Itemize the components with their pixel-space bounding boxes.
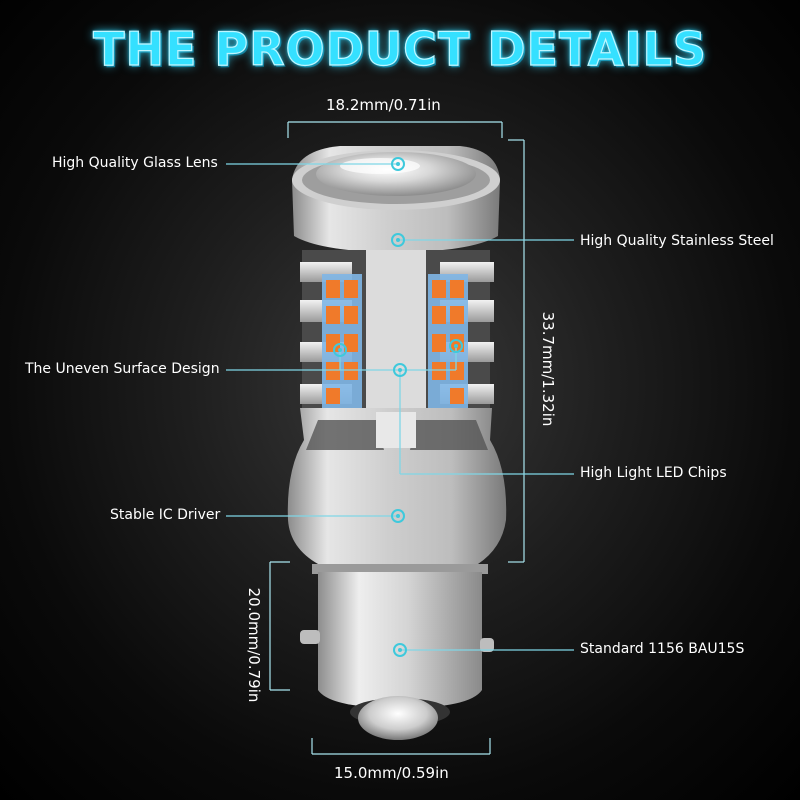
base-pin-left (300, 630, 320, 644)
driver-housing (287, 408, 507, 564)
base-contact (358, 696, 438, 740)
callout-led-chips: High Light LED Chips (580, 465, 727, 481)
led-chip-group-left (326, 280, 358, 404)
top-width-dimension: 18.2mm/0.71in (326, 96, 441, 114)
callout-lines (226, 163, 574, 651)
callout-markers (333, 157, 463, 657)
base-pin-right (480, 638, 494, 652)
lens-cap (292, 146, 500, 252)
led-chip-group-right (432, 280, 464, 404)
callout-glass-lens: High Quality Glass Lens (52, 155, 218, 171)
dimension-lines (269, 121, 525, 755)
base-height-dimension: 20.0mm/0.79in (245, 587, 263, 703)
base-width-dimension: 15.0mm/0.59in (334, 764, 449, 782)
overall-height-dimension: 33.7mm/1.32in (539, 311, 557, 427)
led-section (300, 250, 494, 422)
callout-base-type: Standard 1156 BAU15S (580, 641, 745, 657)
callout-ic-driver: Stable IC Driver (110, 507, 221, 523)
callout-stainless-steel: High Quality Stainless Steel (580, 233, 774, 249)
page-title: THE PRODUCT DETAILS (92, 21, 707, 76)
callout-uneven-surface: The Uneven Surface Design (25, 361, 220, 377)
bau15s-base (300, 564, 494, 740)
